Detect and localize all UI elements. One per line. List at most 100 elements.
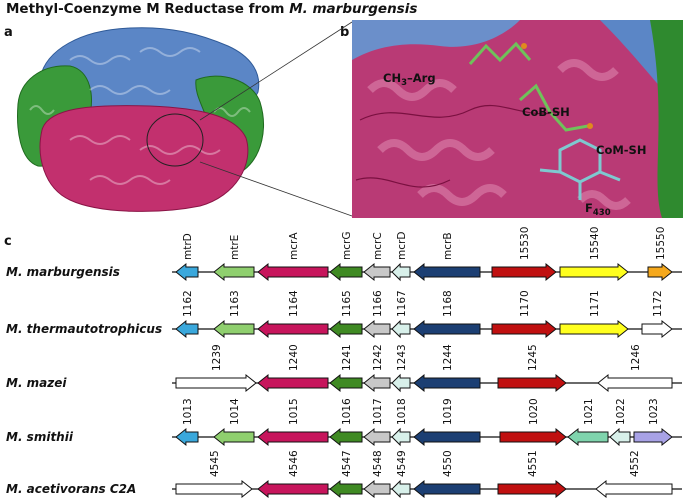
gene-label: 1172 xyxy=(652,290,664,317)
organism-label: M. smithii xyxy=(6,430,74,444)
panel-a-protein-structure xyxy=(17,27,264,212)
gene-label: 15530 xyxy=(519,227,531,260)
gene-label: 1022 xyxy=(615,398,627,425)
label-arg: –Arg xyxy=(407,71,436,85)
gene-arrow xyxy=(391,319,411,339)
zoom-helices xyxy=(367,59,631,210)
protein-pink-domain xyxy=(39,105,249,212)
gene-arrow xyxy=(647,262,673,282)
gene-label: 1239 xyxy=(211,344,223,371)
gene-arrow xyxy=(175,373,257,393)
label-com-sh: CoM-SH xyxy=(596,143,646,157)
gene-arrow xyxy=(499,427,567,447)
gene-arrow xyxy=(633,427,673,447)
gene-label: 1242 xyxy=(372,344,384,371)
gene-arrow xyxy=(391,373,411,393)
gene-arrow xyxy=(391,427,411,447)
zoom-circle xyxy=(146,113,204,167)
gene-arrow xyxy=(595,479,673,498)
gene-label: 1167 xyxy=(396,290,408,317)
gene-arrow xyxy=(497,479,567,498)
gene-label: 1016 xyxy=(341,398,353,425)
gene-arrow xyxy=(497,373,567,393)
zoom-loops xyxy=(355,105,561,188)
gene-label: 4545 xyxy=(209,450,221,477)
gene-arrow xyxy=(391,262,411,282)
title-species: M. marburgensis xyxy=(289,1,417,17)
gene-label: 4550 xyxy=(442,450,454,477)
gene-arrow xyxy=(413,262,481,282)
zoom-green-region xyxy=(650,20,683,218)
gene-label: 4546 xyxy=(288,450,300,477)
gene-label: 4548 xyxy=(372,450,384,477)
gene-label: mcrA xyxy=(288,232,300,260)
panel-label-a: a xyxy=(4,25,13,40)
gene-label: 1245 xyxy=(527,344,539,371)
gene-arrow xyxy=(175,319,199,339)
gene-arrow xyxy=(597,373,673,393)
gene-label: 1164 xyxy=(288,290,300,317)
gene-arrow xyxy=(257,427,329,447)
gene-arrow xyxy=(413,319,481,339)
gene-arrow xyxy=(329,373,363,393)
gene-label: 4551 xyxy=(527,450,539,477)
gene-arrow xyxy=(175,479,253,498)
gene-label: 1244 xyxy=(442,344,454,371)
gene-label: 1243 xyxy=(396,344,408,371)
gene-label: 4549 xyxy=(396,450,408,477)
gene-label: mcrD xyxy=(396,232,408,260)
zoom-line-bottom xyxy=(199,161,353,217)
gene-label: 1165 xyxy=(341,290,353,317)
label-cob-sh: CoB-SH xyxy=(522,105,570,119)
gene-arrow xyxy=(363,427,391,447)
gene-label: 1020 xyxy=(528,398,540,425)
gene-label: 1240 xyxy=(288,344,300,371)
label-ch3-main: CH xyxy=(383,71,401,85)
label-f-sub: 430 xyxy=(593,208,611,218)
gene-arrow xyxy=(175,427,199,447)
gene-arrow xyxy=(257,262,329,282)
gene-label: 1246 xyxy=(630,344,642,371)
gene-arrow xyxy=(559,262,629,282)
figure-title: Methyl-Coenzyme M Reductase from M. marb… xyxy=(6,1,417,17)
gene-arrow xyxy=(363,479,391,498)
gene-label: 1168 xyxy=(442,290,454,317)
gene-arrow xyxy=(213,262,255,282)
organism-label: M. thermautotrophicus xyxy=(6,322,162,336)
gene-arrow xyxy=(641,319,673,339)
gene-arrow xyxy=(257,319,329,339)
gene-label: mcrG xyxy=(341,232,353,260)
protein-helix-texture xyxy=(29,47,251,185)
gene-arrow xyxy=(391,479,411,498)
title-prefix: Methyl-Coenzyme M Reductase from xyxy=(6,1,289,17)
gene-label: 4552 xyxy=(629,450,641,477)
label-ch3-sub: 3 xyxy=(401,78,407,88)
gene-arrow xyxy=(257,373,329,393)
gene-label: 1166 xyxy=(372,290,384,317)
gene-label: 1019 xyxy=(442,398,454,425)
gene-label: 1023 xyxy=(648,398,660,425)
gene-label: 1014 xyxy=(229,398,241,425)
gene-arrow xyxy=(491,262,557,282)
gene-label: 1013 xyxy=(182,398,194,425)
gene-label: mcrB xyxy=(442,232,454,260)
gene-label: mtrE xyxy=(229,235,241,260)
gene-label: 1015 xyxy=(288,398,300,425)
label-ch3-arg: CH3–Arg xyxy=(383,71,436,88)
panel-label-b: b xyxy=(340,25,349,40)
gene-arrow xyxy=(329,479,363,498)
panel-b-active-site: CH3–Arg CoB-SH CoM-SH F430 xyxy=(352,20,683,218)
gene-arrow xyxy=(213,427,255,447)
gene-label: 15550 xyxy=(655,227,667,260)
gene-arrow xyxy=(363,373,391,393)
gene-arrow xyxy=(329,427,363,447)
gene-arrow xyxy=(567,427,609,447)
gene-arrow xyxy=(329,262,363,282)
label-f-main: F xyxy=(585,201,593,215)
organism-label: M. mazei xyxy=(6,376,67,390)
gene-label: 4547 xyxy=(341,450,353,477)
